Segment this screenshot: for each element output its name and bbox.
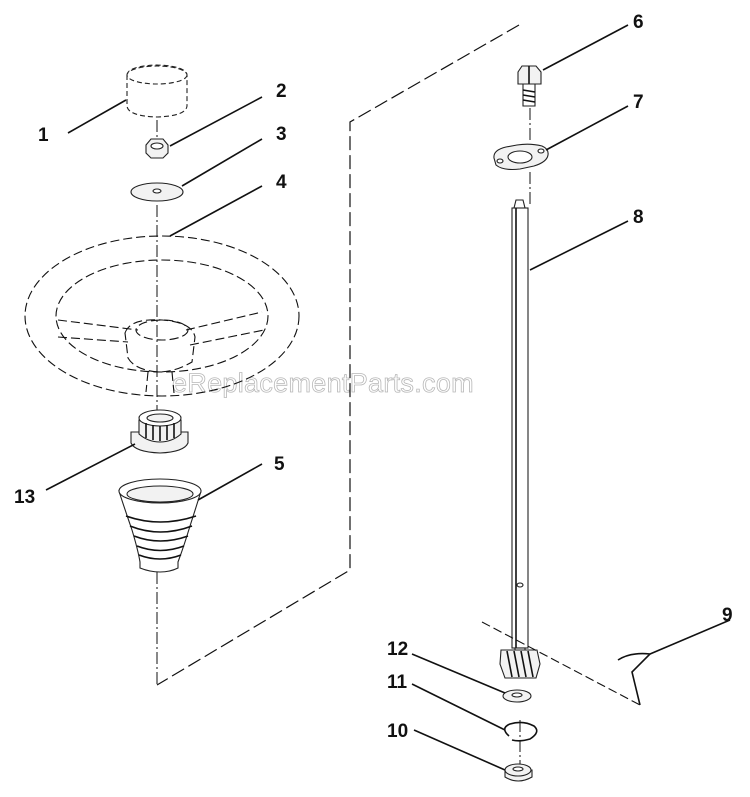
part-steering-wheel xyxy=(24,235,300,397)
part-nut xyxy=(145,138,169,159)
callout-9: 9 xyxy=(722,605,733,626)
callout-13: 13 xyxy=(14,487,35,508)
leader-lines xyxy=(45,24,731,771)
part-snap-ring xyxy=(503,721,538,742)
part-pinion-gear xyxy=(499,649,541,679)
callout-12: 12 xyxy=(387,639,408,660)
part-adapter-bushing xyxy=(130,409,189,454)
callout-numbers: 1 2 3 4 5 6 7 8 9 10 11 12 13 xyxy=(14,12,733,742)
callout-8: 8 xyxy=(633,207,644,228)
part-flange-bushing xyxy=(493,143,549,171)
callout-1: 1 xyxy=(38,125,49,146)
callout-11: 11 xyxy=(387,672,408,693)
callout-5: 5 xyxy=(274,454,285,475)
callout-4: 4 xyxy=(276,172,287,193)
part-boot-cover xyxy=(118,478,202,573)
part-washer-small xyxy=(502,689,532,703)
part-bolt xyxy=(517,65,542,107)
callout-10: 10 xyxy=(387,721,408,742)
callout-2: 2 xyxy=(276,81,287,102)
callout-3: 3 xyxy=(276,124,287,145)
callout-7: 7 xyxy=(633,92,644,113)
part-washer xyxy=(130,182,184,202)
assembly-frame-dashed xyxy=(156,24,520,686)
part-steering-shaft xyxy=(511,199,529,669)
callout-6: 6 xyxy=(633,12,644,33)
part-cap xyxy=(126,64,188,118)
part-lower-bushing xyxy=(504,763,533,782)
watermark-text: eReplacementParts.com xyxy=(172,368,474,398)
